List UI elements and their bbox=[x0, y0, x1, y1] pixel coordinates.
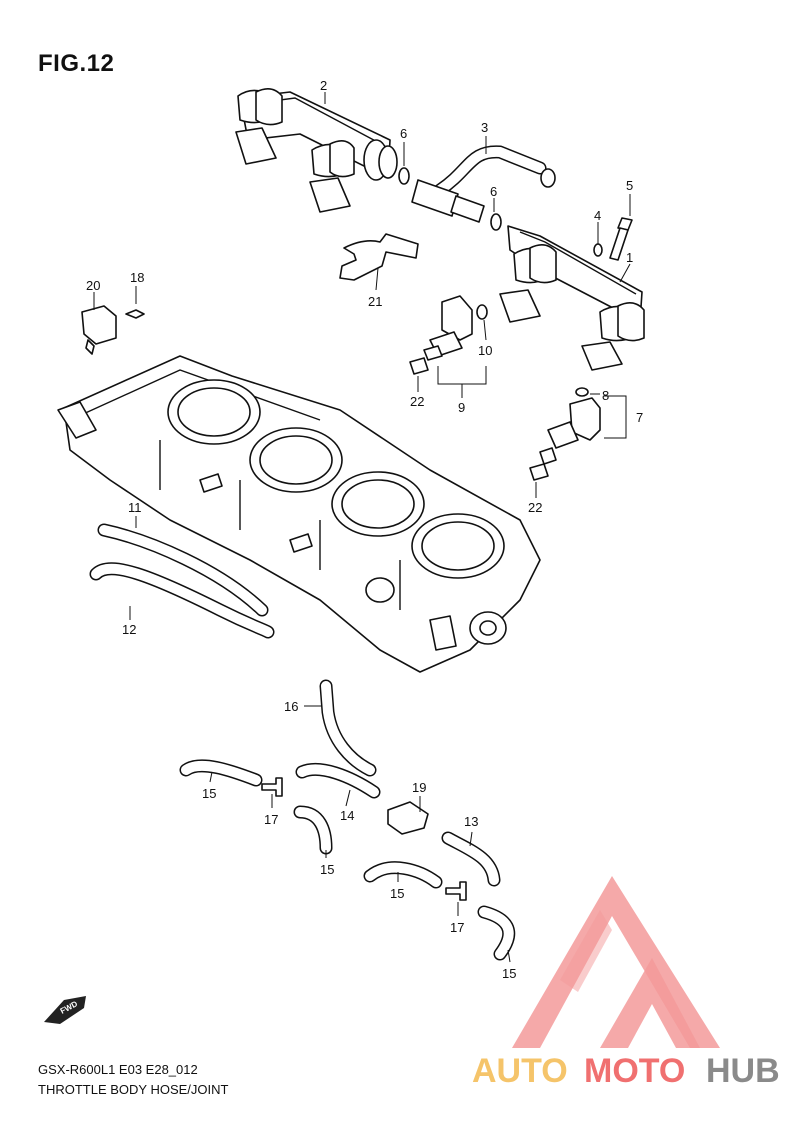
hose-16 bbox=[319, 679, 377, 777]
fwd-arrow-icon: FWD bbox=[44, 996, 86, 1024]
model-code: GSX-R600L1 E03 E28_012 bbox=[38, 1062, 198, 1077]
callout-7: 7 bbox=[636, 410, 643, 425]
injector-9 bbox=[423, 295, 473, 361]
bolt-5 bbox=[609, 217, 633, 261]
throttle-body bbox=[57, 355, 541, 673]
o-ring-8 bbox=[575, 387, 589, 397]
fuel-delivery-pipe-upper bbox=[235, 88, 398, 213]
callout-6-upper: 6 bbox=[400, 126, 407, 141]
hose-15-a bbox=[179, 759, 263, 787]
o-ring-6-upper bbox=[398, 167, 410, 185]
seal-22-lower bbox=[529, 463, 549, 481]
callout-17-left: 17 bbox=[264, 812, 278, 827]
section-name: THROTTLE BODY HOSE/JOINT bbox=[38, 1082, 229, 1097]
hose-12 bbox=[89, 562, 275, 639]
callout-15-a: 15 bbox=[202, 786, 216, 801]
callout-9: 9 bbox=[458, 400, 465, 415]
callout-14: 14 bbox=[340, 808, 354, 823]
callout-10: 10 bbox=[478, 343, 492, 358]
hose-15-b bbox=[293, 805, 333, 855]
callout-19: 19 bbox=[412, 780, 426, 795]
o-ring-10 bbox=[476, 304, 488, 320]
seal-22-upper bbox=[409, 357, 429, 375]
callout-22-lower: 22 bbox=[528, 500, 542, 515]
hose-14 bbox=[295, 762, 381, 799]
watermark-text-auto: AUTO bbox=[472, 1052, 568, 1090]
callout-21: 21 bbox=[368, 294, 382, 309]
figure-title: FIG.12 bbox=[38, 50, 115, 77]
callout-12: 12 bbox=[122, 622, 136, 637]
callout-17-right: 17 bbox=[450, 920, 464, 935]
watermark-text-moto: MOTO bbox=[584, 1052, 685, 1090]
fuel-delivery-pipe-lower bbox=[499, 225, 645, 371]
washer-4 bbox=[593, 243, 603, 257]
callout-1: 1 bbox=[626, 250, 633, 265]
callout-8: 8 bbox=[602, 388, 609, 403]
joint-19 bbox=[387, 801, 429, 835]
callout-20: 20 bbox=[86, 278, 100, 293]
callout-4: 4 bbox=[594, 208, 601, 223]
watermark-text-hub: HUB bbox=[706, 1052, 780, 1090]
callout-6-lower: 6 bbox=[490, 184, 497, 199]
sensor-20 bbox=[81, 305, 117, 355]
joint-17-right bbox=[445, 881, 467, 901]
callout-15-d: 15 bbox=[502, 966, 516, 981]
callout-3: 3 bbox=[481, 120, 488, 135]
o-ring-6-lower bbox=[490, 213, 502, 231]
callout-16: 16 bbox=[284, 699, 298, 714]
leader-lines bbox=[93, 92, 631, 963]
callout-2: 2 bbox=[320, 78, 327, 93]
callout-15-b: 15 bbox=[320, 862, 334, 877]
callout-22-upper: 22 bbox=[410, 394, 424, 409]
callout-18: 18 bbox=[130, 270, 144, 285]
screw-18 bbox=[125, 309, 145, 319]
callout-13: 13 bbox=[464, 814, 478, 829]
watermark-logo: AUTO MOTO HUB bbox=[472, 876, 780, 1090]
hose-15-c bbox=[363, 861, 443, 889]
injector-7 bbox=[539, 397, 601, 465]
callout-labels: 2 6 3 6 5 4 1 21 10 9 22 8 7 22 11 12 18… bbox=[86, 78, 643, 981]
hose-13 bbox=[441, 831, 501, 887]
hose-11 bbox=[97, 523, 269, 617]
clamp-21 bbox=[339, 233, 419, 281]
joint-17-left bbox=[261, 777, 283, 797]
callout-5: 5 bbox=[626, 178, 633, 193]
fuel-feed-hose bbox=[411, 145, 556, 223]
hose-15-d bbox=[477, 905, 516, 961]
callout-15-c: 15 bbox=[390, 886, 404, 901]
callout-11: 11 bbox=[128, 500, 142, 515]
